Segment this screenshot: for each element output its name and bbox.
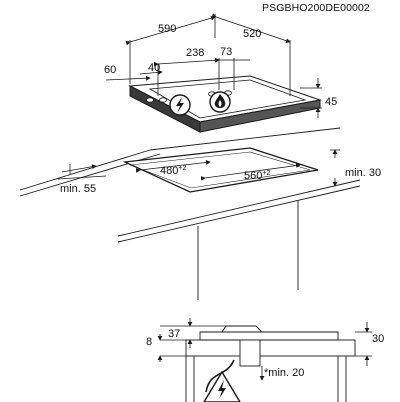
depth-dimension: 520	[243, 28, 262, 40]
knob-spacing-dimension: 238	[186, 47, 205, 59]
worktop	[19, 127, 361, 300]
cutout-dimension-lines	[57, 149, 340, 187]
electric-warning-icon	[203, 370, 241, 402]
top-dimension-lines	[105, 13, 322, 118]
figure-code: PSGBHO200DE00002	[262, 2, 370, 14]
hob-height-dimension: 45	[325, 96, 338, 108]
section-right-dimension: 30	[372, 333, 385, 345]
burner-offset-dimension: 40	[148, 62, 161, 74]
lightning-bolt-icon	[169, 94, 191, 116]
front-min-distance: min. 55	[60, 183, 97, 195]
section-thickness-dimension: 37	[168, 328, 181, 340]
section-small-dimension: 8	[146, 336, 153, 348]
cutout-depth-dimension: 480+2	[160, 165, 187, 177]
section-view	[185, 325, 356, 402]
width-dimension: 590	[158, 23, 177, 35]
cutout-width-dimension: 560+2	[244, 170, 271, 182]
right-offset-dimension: 73	[220, 46, 233, 58]
gas-flame-icon	[209, 91, 231, 113]
left-offset-dimension: 60	[104, 64, 117, 76]
hob-knobs	[146, 90, 232, 103]
back-min-distance: min. 30	[345, 167, 382, 179]
section-dimension-lines	[157, 318, 372, 381]
clearance-dimension: *min. 20	[264, 367, 305, 379]
